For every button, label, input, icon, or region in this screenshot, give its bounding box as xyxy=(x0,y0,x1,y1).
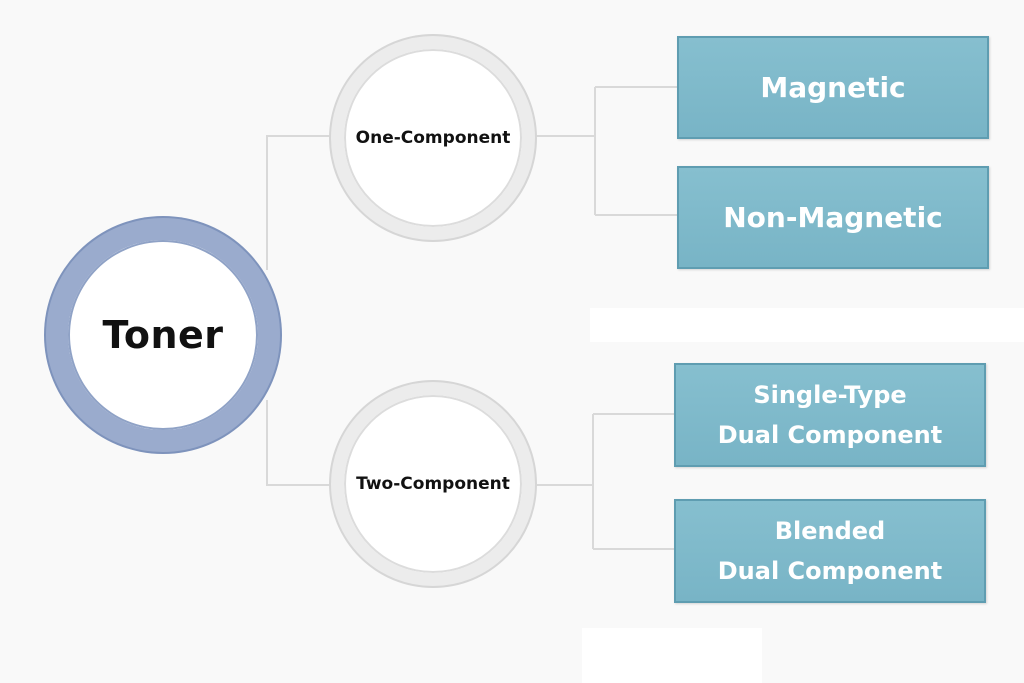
leaf-node-label: Blended Dual Component xyxy=(717,517,943,585)
connector-root-one xyxy=(266,135,331,270)
branch-node-label: Two-Component xyxy=(356,474,510,494)
root-node-label: Toner xyxy=(102,313,224,357)
root-node-toner: Toner xyxy=(46,218,280,452)
branch-node-one-component: One-Component xyxy=(331,36,535,240)
leaf-node-label: Magnetic xyxy=(760,70,906,104)
leaf-node-magnetic: Magnetic xyxy=(677,36,989,139)
leaf-node-blended-dual-component: Blended Dual Component xyxy=(674,499,986,603)
background-patch xyxy=(582,628,762,683)
leaf-node-label: Non-Magnetic xyxy=(723,200,943,234)
connector-root-two xyxy=(266,400,331,486)
leaf-node-label: Single-Type Dual Component xyxy=(717,381,943,449)
leaf-node-non-magnetic: Non-Magnetic xyxy=(677,166,989,269)
branch-node-two-component: Two-Component xyxy=(331,382,535,586)
background-patch xyxy=(590,308,1024,342)
leaf-node-single-type-dual-component: Single-Type Dual Component xyxy=(674,363,986,467)
branch-node-label: One-Component xyxy=(355,128,511,148)
